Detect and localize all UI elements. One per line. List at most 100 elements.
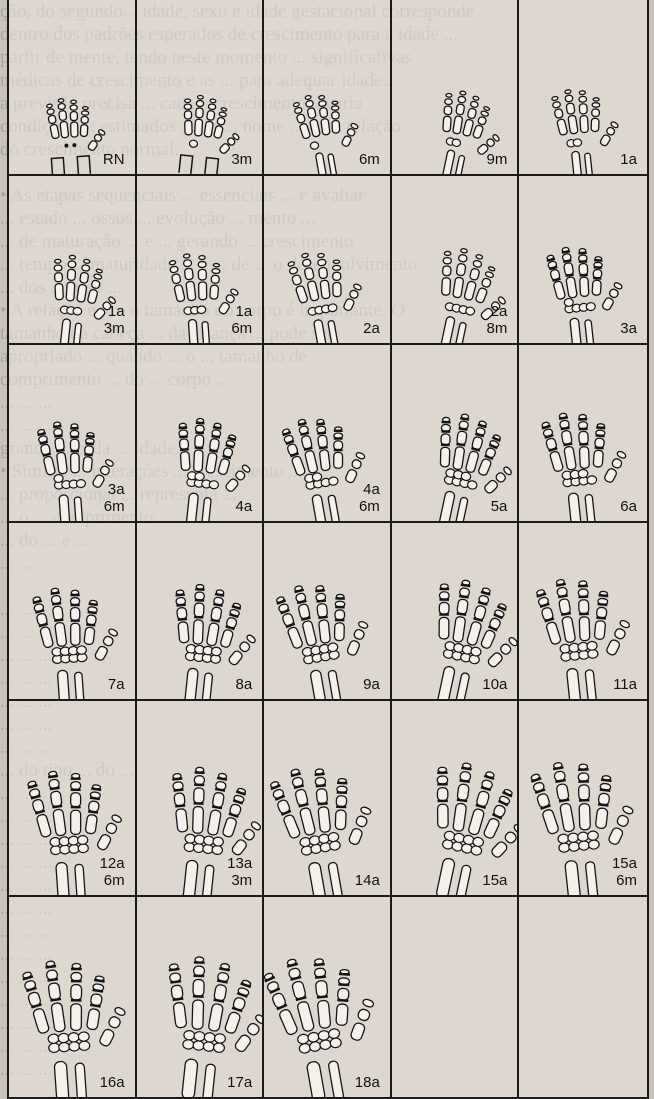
hand-xray-cell: 3a6m	[9, 345, 137, 523]
phalanx-bone	[592, 109, 600, 117]
phalanx-bone	[307, 107, 316, 118]
metacarpal-bone	[71, 810, 81, 834]
phalanx-bone	[213, 984, 226, 1001]
epiphysis-line	[578, 768, 589, 771]
finger	[53, 422, 68, 474]
ossification-center	[72, 143, 76, 147]
finger	[193, 418, 204, 471]
metacarpal-bone	[32, 1008, 49, 1035]
thumb-phalanx	[242, 828, 256, 842]
phalanx-bone	[579, 773, 590, 781]
finger	[314, 769, 331, 833]
epiphysis-line	[71, 777, 81, 779]
carpal-bone	[588, 831, 600, 841]
phalanx-bone	[302, 259, 311, 267]
metacarpal-bone	[219, 629, 233, 648]
finger	[192, 767, 204, 833]
hand-xray-cell: 13a3m	[137, 701, 265, 897]
age-label: 14a	[355, 872, 380, 889]
metacarpal-bone	[452, 446, 464, 470]
metacarpal-bone	[452, 116, 462, 135]
phalanx-bone	[319, 100, 327, 106]
epiphysis-line	[580, 443, 589, 446]
metacarpal-bone	[334, 452, 343, 468]
age-label: 2a	[363, 320, 380, 337]
phalanx-bone	[446, 93, 452, 97]
thumb-metacarpal	[218, 301, 231, 315]
finger	[182, 254, 195, 301]
finger	[315, 585, 331, 643]
carpal-bone	[58, 1033, 69, 1043]
epiphysis-line	[441, 430, 450, 433]
epiphysis-line	[71, 999, 82, 1002]
phalanx-bone	[316, 980, 328, 997]
metacarpal-bone	[192, 1000, 204, 1029]
radius-bone	[312, 494, 328, 521]
metacarpal-bone	[595, 620, 607, 639]
finger	[313, 958, 331, 1028]
hand-skeleton	[292, 88, 370, 174]
phalanx-bone	[184, 104, 191, 109]
carpal-bone	[328, 303, 338, 312]
metacarpal-bone	[209, 285, 218, 299]
phalanx-bone	[81, 265, 90, 272]
age-label: 15a	[482, 872, 507, 889]
finger	[86, 975, 105, 1030]
phalanx-bone	[334, 441, 343, 450]
metacarpal-bone	[71, 453, 80, 473]
finger	[530, 773, 560, 835]
age-label-months: 6m	[359, 498, 380, 515]
carpal-bone	[328, 1028, 340, 1039]
finger	[217, 434, 236, 475]
thumb-metacarpal	[94, 645, 109, 661]
hand-xray-cell: 10a	[392, 523, 520, 701]
metacarpal-bone	[207, 810, 221, 836]
carpal-bone	[68, 1032, 79, 1042]
radius-bone	[570, 318, 583, 343]
finger	[184, 99, 192, 135]
ulna-bone	[202, 1064, 215, 1097]
phalanx-bone	[477, 116, 486, 125]
epiphysis-line	[71, 980, 82, 983]
thumb-phalanx	[353, 628, 365, 640]
forearm-outline	[51, 156, 90, 174]
phalanx-bone	[302, 253, 309, 258]
carpal-bone	[451, 138, 461, 147]
hand-xray-cell: 11a	[519, 523, 647, 701]
finger	[334, 427, 343, 468]
metacarpal-bone	[193, 450, 203, 472]
metacarpal-bone	[477, 458, 491, 476]
epiphysis-line	[579, 260, 587, 263]
epiphysis-line	[337, 782, 347, 785]
hand-skeleton	[545, 242, 630, 343]
metacarpal-bone	[60, 121, 69, 138]
thumb-phalanx	[609, 288, 620, 299]
thumb-phalanx	[107, 1015, 121, 1029]
age-label-primary: 7a	[108, 676, 125, 693]
metacarpal-bone	[591, 118, 599, 131]
phalanx-bone	[305, 95, 311, 100]
phalanx-bone	[294, 107, 303, 114]
finger	[54, 259, 64, 300]
carpal-bone	[213, 1042, 225, 1052]
metacarpal-bone	[193, 620, 203, 644]
carpal-bone	[569, 842, 581, 852]
hand-illustration	[264, 897, 390, 1097]
thumb-metacarpal	[600, 134, 612, 147]
metacarpal-bone	[319, 450, 330, 471]
epiphysis-line	[192, 995, 203, 998]
finger	[66, 255, 76, 301]
carpal-bone	[330, 1037, 342, 1048]
finger	[593, 423, 605, 467]
age-label-primary: 11a	[613, 676, 637, 693]
phalanx-bone	[211, 269, 219, 274]
finger	[536, 589, 562, 645]
finger	[221, 787, 246, 838]
carpal-bone	[48, 1034, 59, 1044]
finger	[579, 248, 590, 296]
phalanx-bone	[183, 254, 190, 259]
phalanx-bone	[179, 439, 188, 450]
phalanx-bone	[198, 261, 206, 267]
carpal-bone	[203, 1032, 215, 1042]
